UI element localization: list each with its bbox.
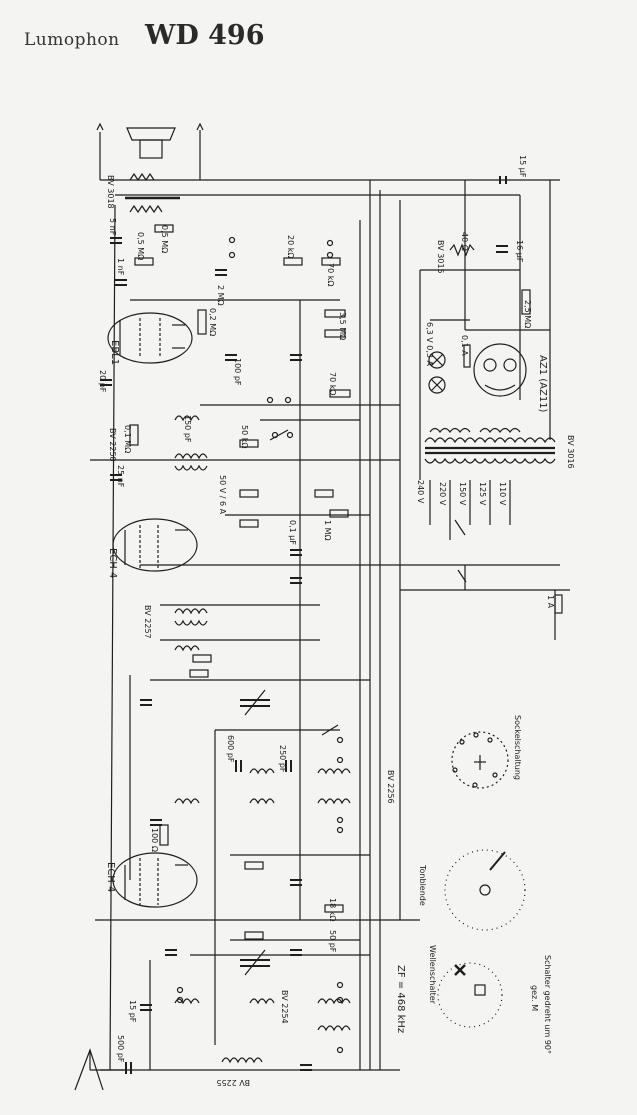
power-label-fuse-a: 0,1 A bbox=[460, 335, 469, 356]
bus-lines bbox=[90, 179, 570, 1071]
part-label-bv3015: BV 3015 bbox=[436, 240, 445, 274]
pilot-lamps bbox=[428, 344, 471, 394]
label-tonblende: Tonblende bbox=[418, 864, 427, 906]
comp-label-c20pf: 20 pF bbox=[98, 370, 107, 393]
comp-label-r02m: 0,2 MΩ bbox=[208, 308, 217, 336]
comp-label-r2m: 2 MΩ bbox=[216, 285, 225, 306]
antenna-symbol bbox=[74, 1048, 126, 1091]
tube-az1 bbox=[473, 343, 527, 397]
tuning-capacitors bbox=[240, 689, 270, 976]
label-schalter: Schalter gedreht um 90° bbox=[543, 955, 552, 1054]
comp-label-c150pf: 150 pF bbox=[183, 415, 192, 443]
part-label-bv2254: BV 2254 bbox=[280, 990, 289, 1024]
tube-ech4-bottom bbox=[112, 852, 198, 908]
comp-label-c50pf: 50 pF bbox=[328, 930, 337, 953]
comp-label-r18k: 18 kΩ bbox=[328, 898, 337, 921]
power-label-fuse-b: 1 A bbox=[546, 595, 555, 609]
comp-label-r1m: 1 MΩ bbox=[323, 520, 332, 541]
power-label-220: 220 V bbox=[438, 482, 447, 506]
comp-label-c25nf: 25 nF bbox=[116, 465, 125, 488]
comp-label-c600pf: 600 pF bbox=[226, 735, 235, 763]
label-sockelschaltung: Sockelschaltung bbox=[513, 715, 522, 780]
capacitors bbox=[100, 176, 508, 1074]
label-wellenschalter: Wellenschalter bbox=[428, 945, 437, 1005]
comp-label-r70b: 70 kΩ bbox=[328, 372, 337, 395]
comp-label-r20k: 20 kΩ bbox=[286, 235, 295, 258]
power-transformer bbox=[424, 437, 556, 464]
tube-label-ech4-bottom: ECH 4 bbox=[105, 862, 116, 892]
comp-label-r05a: 0,5 MΩ bbox=[136, 232, 145, 260]
resistors bbox=[129, 224, 563, 940]
speaker-symbol bbox=[96, 122, 204, 214]
comp-label-c5nf: 5 nF bbox=[108, 218, 117, 236]
power-label-110: 110 V bbox=[498, 482, 507, 506]
power-label-125: 125 V bbox=[478, 482, 487, 506]
model-title: WD 496 bbox=[145, 20, 265, 51]
coils bbox=[174, 415, 521, 1064]
comp-label-c1nf: 1 nF bbox=[116, 258, 125, 276]
tube-ech4-top bbox=[112, 518, 198, 572]
tube-label-ebl1: EBL1 bbox=[109, 340, 120, 365]
comp-label-r50k: 50 kΩ bbox=[240, 425, 249, 448]
brand-title: Lumophon bbox=[24, 30, 120, 50]
comp-label-r100: 100 Ω bbox=[150, 828, 159, 852]
power-label-150: 150 V bbox=[458, 482, 467, 506]
tube-label-az1: AZ1 (AZ11) bbox=[537, 355, 548, 413]
comp-label-r40: 40 Ω bbox=[460, 232, 469, 251]
comp-label-c100pf: 100 pF bbox=[233, 358, 242, 386]
part-label-bv3018: BV 3018 bbox=[106, 175, 115, 209]
tube-ebl1 bbox=[107, 312, 193, 364]
comp-label-c15: 15 µF bbox=[518, 155, 527, 178]
tube-label-ech4-top: ECH 4 bbox=[107, 548, 118, 578]
label-gez: gez. M bbox=[530, 985, 539, 1011]
power-label-tap: 50 V / 6 A bbox=[218, 475, 227, 515]
comp-label-r70a: 70 kΩ bbox=[326, 263, 335, 286]
switch-contacts bbox=[176, 236, 467, 1054]
comp-label-c15pf: 15 pF bbox=[128, 1000, 137, 1023]
comp-label-r35: 3,5 MΩ bbox=[338, 312, 347, 340]
label-zf: ZF = 468 kHz bbox=[395, 965, 406, 1033]
part-label-bv2257: BV 2257 bbox=[143, 605, 152, 639]
comp-label-c250pf: 250 pF bbox=[278, 745, 287, 773]
comp-label-r01m: 0,1 MΩ bbox=[123, 425, 132, 453]
power-label-240: 240 V bbox=[416, 480, 425, 504]
wave-switch-diagram bbox=[437, 849, 526, 1028]
comp-label-r25m: 2,5 MΩ bbox=[523, 300, 532, 328]
comp-label-r05b: 0,5 MΩ bbox=[160, 225, 169, 253]
part-label-bv2255: BV 2255 bbox=[216, 1078, 250, 1087]
comp-label-c16: 16 µF bbox=[515, 240, 524, 263]
part-label-bv2256: BV 2256 bbox=[386, 770, 395, 804]
comp-label-c01uf: 0,1 µF bbox=[288, 520, 297, 545]
part-label-bv3016: BV 3016 bbox=[566, 435, 575, 469]
power-label-lamp: 6,3 V 0,3 A bbox=[425, 322, 434, 367]
socket-diagram bbox=[451, 731, 509, 789]
comp-label-c500pf: 500 pF bbox=[116, 1035, 125, 1063]
part-label-bv2258: BV 2258 bbox=[108, 428, 117, 462]
